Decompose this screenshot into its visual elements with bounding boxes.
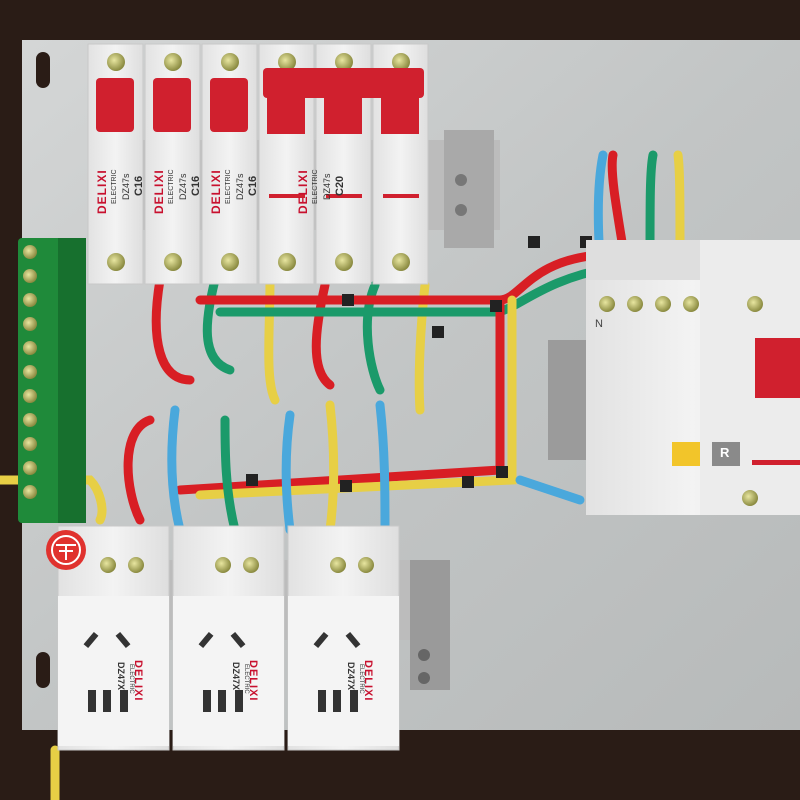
breaker-brand-label: DELIXI	[95, 169, 109, 214]
socket-end-clamp	[410, 560, 450, 690]
breaker-pole	[201, 43, 258, 285]
breaker-row	[87, 43, 429, 285]
breaker-rating-label: C16	[247, 175, 259, 196]
breaker-handle[interactable]	[210, 78, 248, 132]
breaker-maker-label: ELECTRIC	[312, 169, 319, 204]
rcd-reset-button[interactable]	[712, 442, 740, 466]
breaker-handle[interactable]	[96, 78, 134, 132]
din-rail-end-clamp	[444, 130, 494, 248]
busbar-screw	[23, 317, 37, 331]
breaker-brand-label: DELIXI	[152, 169, 166, 214]
socket-model-label: DZ47X	[231, 662, 241, 691]
socket-model-label: DZ47X	[116, 662, 126, 691]
busbar-screw	[23, 245, 37, 259]
breaker-pole	[87, 43, 144, 285]
socket-module	[172, 525, 285, 751]
rcd-screw	[655, 296, 671, 312]
rcd-neutral-label: N	[595, 318, 603, 330]
cable-ties	[246, 236, 592, 492]
rcd-screw	[683, 296, 699, 312]
rcd-screw	[599, 296, 615, 312]
busbar-screw	[23, 365, 37, 379]
breaker-rating-label: C16	[133, 175, 145, 196]
breaker-handle-triple[interactable]	[263, 68, 424, 98]
busbar-screw	[23, 293, 37, 307]
busbar-screw	[23, 341, 37, 355]
rcd-terminal-screws	[599, 296, 763, 506]
socket-outlet[interactable]	[198, 631, 246, 712]
ground-symbol-sticker	[46, 530, 86, 570]
busbar-screw	[23, 485, 37, 499]
socket-model-label: DZ47X	[346, 662, 356, 691]
socket-row	[57, 525, 400, 751]
rcd-screw	[747, 296, 763, 312]
socket-maker-label: ELECTRIC	[358, 664, 364, 694]
breaker-model-label: DZ47s	[121, 173, 131, 200]
breaker-handle[interactable]	[153, 78, 191, 132]
busbar-screw	[23, 437, 37, 451]
socket-maker-label: ELECTRIC	[243, 664, 249, 694]
rcd-test-button[interactable]	[672, 442, 700, 466]
socket-maker-label: ELECTRIC	[128, 664, 134, 694]
socket-outlet[interactable]	[313, 631, 361, 712]
socket-module	[287, 525, 400, 751]
busbar-screw	[23, 269, 37, 283]
breaker-rating-label: C20	[334, 175, 346, 196]
earth-busbar	[18, 238, 86, 523]
breaker-pole	[144, 43, 201, 285]
breaker-maker-label: ELECTRIC	[225, 169, 232, 204]
busbar-screw	[23, 413, 37, 427]
rcd-reset-label: R	[720, 445, 730, 460]
rcd-module	[548, 240, 800, 515]
busbar-screw	[23, 461, 37, 475]
rcd-screw	[627, 296, 643, 312]
breaker-model-label: DZ47s	[178, 173, 188, 200]
breaker-brand-label: DELIXI	[296, 169, 310, 214]
breaker-brand-label: DELIXI	[209, 169, 223, 214]
busbar-screw	[23, 389, 37, 403]
breaker-rating-label: C16	[190, 175, 202, 196]
breaker-model-label: DZ47s	[322, 173, 332, 200]
breaker-model-label: DZ47s	[235, 173, 245, 200]
socket-outlet[interactable]	[83, 631, 131, 712]
busbar-screws	[23, 245, 37, 499]
breaker-maker-label: ELECTRIC	[111, 169, 118, 204]
breaker-maker-label: ELECTRIC	[168, 169, 175, 204]
